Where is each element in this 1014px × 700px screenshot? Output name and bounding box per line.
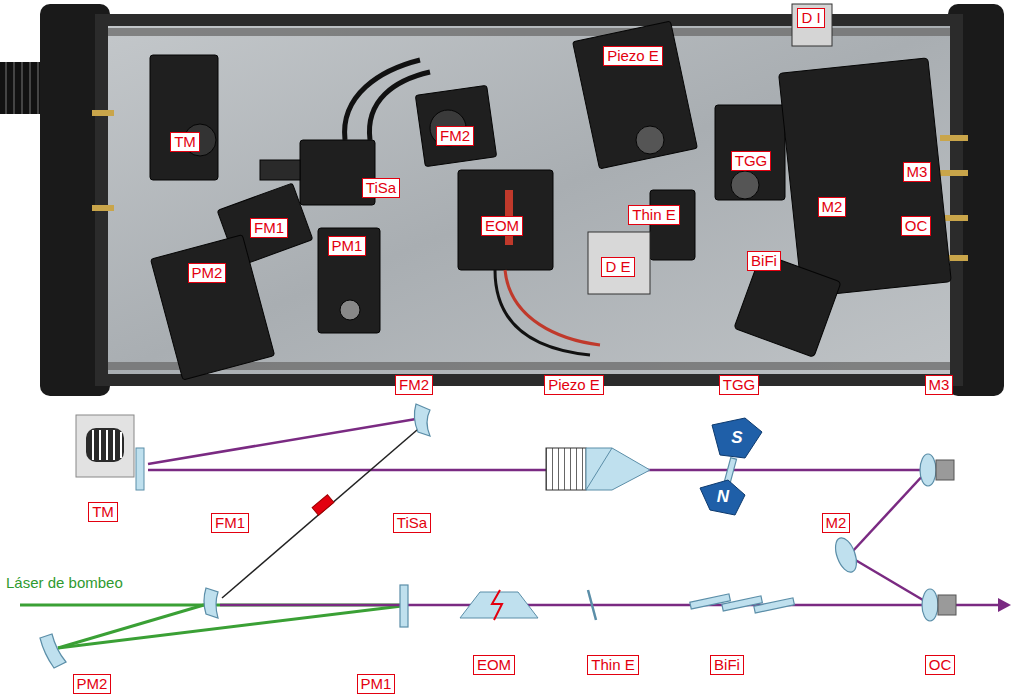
mirror — [920, 454, 936, 486]
part-label: M3 — [925, 375, 954, 396]
part-label: TiSa — [362, 178, 400, 199]
part-label: PM1 — [357, 674, 396, 695]
mirror — [831, 535, 860, 575]
part-label: FM1 — [211, 513, 249, 534]
part-label: TGG — [719, 375, 760, 396]
part-label: PM1 — [328, 236, 367, 257]
part-label: Thin E — [587, 655, 638, 676]
laser-schematic — [20, 404, 1011, 668]
prism — [586, 448, 650, 490]
part-label: M3 — [903, 162, 932, 183]
tuning-motor — [76, 415, 134, 477]
part-label: OC — [925, 655, 956, 676]
part-label: TGG — [731, 151, 772, 172]
part-label: BiFi — [710, 655, 744, 676]
part-label: D E — [601, 257, 634, 278]
part-label: FM2 — [436, 126, 474, 147]
mirror — [40, 634, 66, 668]
magnet-pole: N — [717, 488, 729, 507]
part-label: BiFi — [747, 251, 781, 272]
part-label: M2 — [818, 197, 847, 218]
part-label: TM — [88, 502, 118, 523]
beam-label: Láser de bombeo — [4, 575, 125, 592]
part-label: Piezo E — [603, 46, 663, 67]
magnet — [700, 480, 745, 515]
part-label: M2 — [822, 513, 851, 534]
part-label: FM1 — [250, 218, 288, 239]
part-label: Thin E — [628, 205, 679, 226]
mirror — [136, 448, 144, 490]
part-label: OC — [901, 216, 932, 237]
piezo — [546, 448, 586, 490]
part-label: PM2 — [188, 263, 227, 284]
bifi-plate — [754, 598, 795, 613]
laser-photo — [0, 4, 1004, 396]
part-label: EOM — [481, 216, 523, 237]
detector — [792, 4, 832, 46]
laser-beam — [148, 418, 1000, 605]
housing — [95, 14, 963, 386]
magnet — [712, 418, 762, 458]
magnet-pole: S — [731, 429, 742, 448]
mirror — [414, 404, 430, 436]
part-label: TM — [170, 132, 200, 153]
mirror — [922, 589, 938, 621]
output-arrow — [998, 598, 1011, 612]
part-label: FM2 — [395, 375, 433, 396]
etalon — [588, 590, 596, 620]
part-label: PM2 — [73, 674, 112, 695]
mirror — [400, 585, 408, 627]
tisa-crystal — [312, 495, 334, 516]
part-label: TiSa — [393, 513, 431, 534]
part-label: D I — [797, 8, 824, 29]
fold-beam — [222, 424, 424, 598]
mirror — [204, 588, 218, 618]
detector — [588, 232, 650, 294]
part-label: EOM — [473, 655, 515, 676]
part-label: Piezo E — [544, 375, 604, 396]
